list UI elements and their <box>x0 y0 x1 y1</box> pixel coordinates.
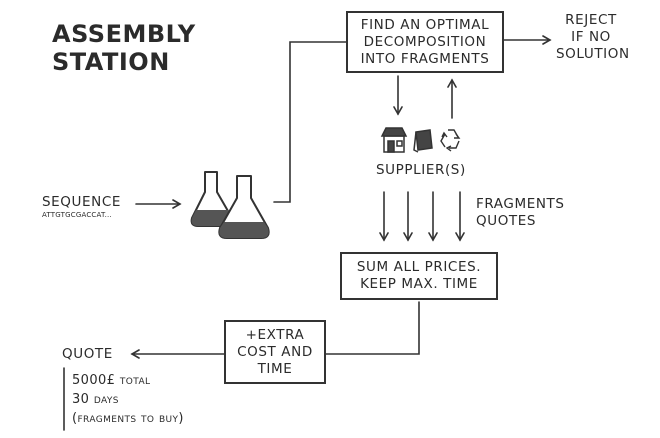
extra-box: +EXTRA COST AND TIME <box>224 320 326 384</box>
reject-line-2: IF NO <box>571 29 611 45</box>
decompose-text: FIND AN OPTIMAL DECOMPOSITION INTO FRAGM… <box>360 16 490 67</box>
flask-icon <box>190 171 270 239</box>
fragments-line-2: QUOTES <box>476 213 537 229</box>
recycle-icon <box>440 129 461 152</box>
flask-to-decompose-line <box>273 41 347 203</box>
sum-box: SUM ALL PRICES. KEEP MAX. TIME <box>340 252 498 300</box>
decompose-box: FIND AN OPTIMAL DECOMPOSITION INTO FRAGM… <box>346 11 504 73</box>
supplier-label: SUPPLIER(S) <box>376 162 466 178</box>
shop-icon <box>380 127 408 153</box>
extra-text: +EXTRA COST AND TIME <box>237 326 313 377</box>
sum-to-extra-line <box>325 301 420 355</box>
reject-line-3: SOLUTION <box>556 46 630 62</box>
fragments-line-1: FRAGMENTS <box>476 196 565 212</box>
sum-text: SUM ALL PRICES. KEEP MAX. TIME <box>356 259 482 292</box>
title-line-1: ASSEMBLY <box>52 20 196 48</box>
reject-line-1: REJECT <box>565 12 617 28</box>
sequence-label: SEQUENCE <box>42 194 121 210</box>
quote-total: 5000£ total <box>72 373 151 388</box>
sequence-value: ATTGTGCGACCAT... <box>42 211 112 219</box>
reject-note: REJECT IF NO SOLUTION <box>556 12 630 63</box>
quote-time: 30 days <box>72 392 119 407</box>
book-icon <box>413 129 433 153</box>
title-line-2: STATION <box>52 48 170 76</box>
quote-fragments: (fragments to buy) <box>72 411 184 426</box>
page-title: ASSEMBLY STATION <box>52 20 196 76</box>
quote-label: QUOTE <box>62 346 113 362</box>
fragments-quotes-label: FRAGMENTS QUOTES <box>476 196 565 230</box>
